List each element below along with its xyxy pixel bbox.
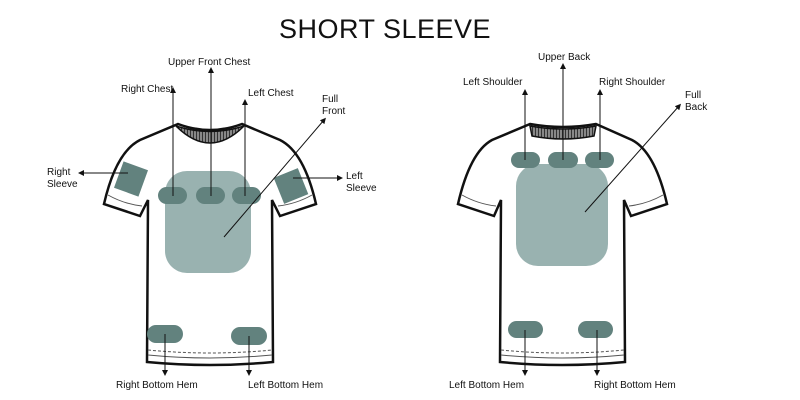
left-chest-patch <box>232 187 261 204</box>
label-right-chest: Right Chest <box>121 84 174 95</box>
right-sleeve-patch <box>113 161 149 197</box>
label-upper-back: Upper Back <box>538 52 591 63</box>
full-front-patch <box>165 171 251 273</box>
label-upper-front-chest: Upper Front Chest <box>168 57 251 68</box>
back-shirt <box>456 63 681 376</box>
label-right-sleeve-line1: Right <box>47 167 71 178</box>
label-full-front-line1: Full <box>322 94 339 105</box>
front-shirt <box>78 67 343 376</box>
label-right-sleeve-line2: Sleeve <box>47 179 78 190</box>
label-back-left-bottom-hem: Left Bottom Hem <box>449 380 525 391</box>
label-right-bottom-hem: Right Bottom Hem <box>116 380 198 391</box>
front-collar <box>175 125 245 144</box>
full-back-patch <box>516 164 608 266</box>
left-sleeve-patch <box>273 168 309 204</box>
label-left-chest: Left Chest <box>248 88 294 99</box>
label-right-shoulder: Right Shoulder <box>599 77 666 88</box>
label-full-back-line1: Full <box>685 90 702 101</box>
label-left-sleeve-line1: Left <box>346 171 363 182</box>
label-full-front-line2: Front <box>322 106 346 117</box>
page-title: SHORT SLEEVE <box>278 14 492 44</box>
label-full-back-line2: Back <box>685 102 708 113</box>
label-back-right-bottom-hem: Right Bottom Hem <box>594 380 676 391</box>
label-left-bottom-hem: Left Bottom Hem <box>248 380 324 391</box>
label-left-shoulder: Left Shoulder <box>463 77 523 88</box>
back-left-bottom-hem-patch <box>508 321 543 338</box>
back-right-bottom-hem-patch <box>578 321 613 338</box>
label-left-sleeve-line2: Sleeve <box>346 183 377 194</box>
